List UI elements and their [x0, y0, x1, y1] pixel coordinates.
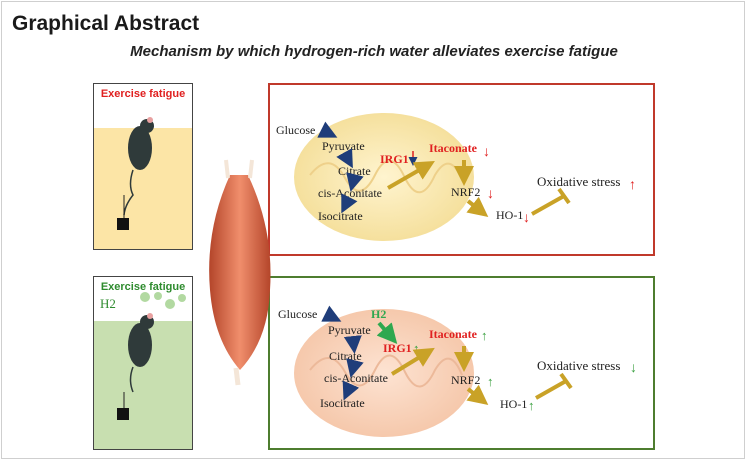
oxidative-stress-label: Oxidative stress	[537, 174, 620, 189]
oxidative-stress-down-arrow: ↓	[630, 359, 637, 375]
metabolite-citrate: Citrate	[329, 349, 362, 363]
mitochondrion-icon	[294, 309, 474, 437]
enzyme-irg1-label: IRG1	[380, 152, 409, 166]
control-mechanism-panel	[268, 83, 655, 256]
h2-gas-label: H2	[100, 296, 116, 311]
weight-icon	[117, 195, 129, 230]
nrf2-up-arrow: ↑	[487, 374, 494, 389]
metabolite-glucose: Glucose	[278, 307, 317, 321]
mitochondrion-icon	[294, 113, 474, 241]
h2-pathway: Glucose Pyruvate Citrate cis-Aconitate I…	[278, 305, 637, 413]
metabolite-cis-aconitate: cis-Aconitate	[324, 371, 388, 385]
mouse-icon	[123, 117, 154, 216]
itaconate-label: Itaconate	[429, 327, 478, 341]
metabolite-isocitrate: Isocitrate	[318, 209, 363, 223]
subtitle-text: Mechanism by which hydrogen-rich water a…	[130, 43, 618, 60]
oxidative-stress-label: Oxidative stress	[537, 358, 620, 373]
metabolite-isocitrate: Isocitrate	[320, 396, 365, 410]
metabolite-glucose: Glucose	[276, 123, 315, 137]
ho1-up-arrow: ↑	[528, 398, 535, 413]
nrf2-label: NRF2	[451, 185, 480, 199]
muscle-icon	[209, 159, 271, 386]
itaconate-label: Itaconate	[429, 141, 478, 155]
nrf2-down-arrow: ↓	[487, 185, 494, 201]
oxidative-stress-up-arrow: ↑	[629, 176, 636, 192]
control-pathway: Glucose Pyruvate Citrate cis-Aconitate I…	[276, 121, 636, 225]
control-condition-label: Exercise fatigue	[100, 88, 186, 100]
metabolite-cis-aconitate: cis-Aconitate	[318, 186, 382, 200]
figure-subtitle: Mechanism by which hydrogen-rich water a…	[0, 43, 748, 60]
page-title: Graphical Abstract	[12, 12, 200, 35]
nrf2-label: NRF2	[451, 373, 480, 387]
itaconate-down-arrow: ↓	[483, 143, 490, 159]
ho1-label: HO-1	[500, 397, 527, 411]
metabolite-pyruvate: Pyruvate	[322, 139, 365, 153]
mouse-icon	[128, 313, 154, 393]
h2-molecule-label: H2	[371, 307, 386, 321]
enzyme-irg1-label: IRG1	[383, 341, 412, 355]
ho1-down-arrow: ↓	[523, 209, 530, 225]
metabolite-pyruvate: Pyruvate	[328, 323, 371, 337]
h2-mechanism-panel	[268, 276, 655, 450]
metabolite-citrate: Citrate	[338, 164, 371, 178]
ho1-label: HO-1	[496, 208, 523, 222]
itaconate-up-arrow: ↑	[481, 328, 488, 343]
irg1-up-arrow: ↑	[413, 341, 420, 356]
h2-condition-label: Exercise fatigue	[100, 281, 186, 293]
weight-icon	[117, 392, 129, 420]
hydrogen-bubble-icon	[140, 292, 186, 309]
